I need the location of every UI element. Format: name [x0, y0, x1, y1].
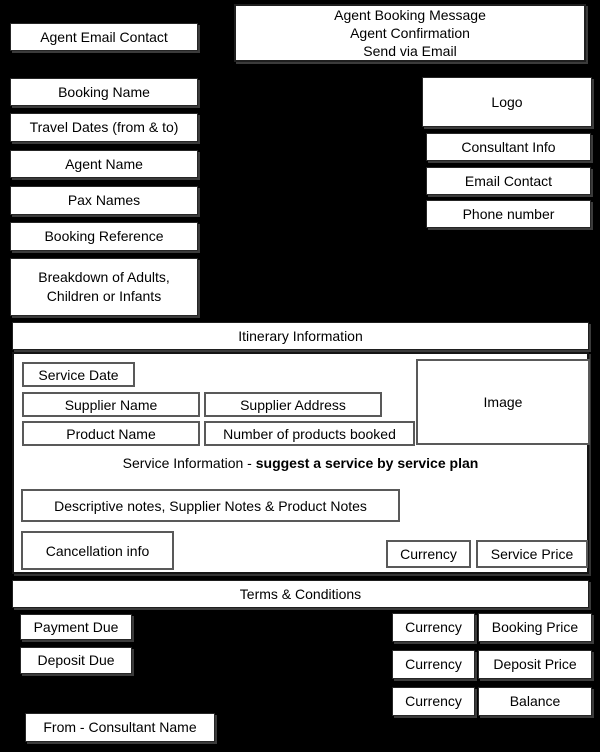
email-contact-box: Email Contact — [426, 167, 591, 195]
supplier-name-box: Supplier Name — [22, 392, 200, 417]
consultant-info-box: Consultant Info — [426, 133, 591, 161]
service-information-prefix: Service Information - — [122, 455, 256, 471]
phone-number-box: Phone number — [426, 200, 591, 228]
itinerary-information-header: Itinerary Information — [12, 322, 589, 350]
agent-confirmation-line: Agent Confirmation — [350, 25, 470, 41]
number-of-products-box: Number of products booked — [204, 421, 415, 446]
booking-currency-box: Currency — [392, 613, 475, 642]
cancellation-info-box: Cancellation info — [21, 531, 174, 570]
itinerary-panel: Service Date Supplier Name Supplier Addr… — [12, 352, 590, 574]
booking-price-box: Booking Price — [478, 613, 592, 642]
send-via-email-line: Send via Email — [363, 43, 457, 59]
image-placeholder-box: Image — [416, 359, 590, 445]
agent-name-box: Agent Name — [10, 150, 198, 178]
supplier-address-box: Supplier Address — [204, 392, 382, 417]
service-information-note: Service Information - suggest a service … — [14, 455, 587, 471]
payment-due-box: Payment Due — [20, 614, 132, 640]
product-name-box: Product Name — [22, 421, 200, 446]
service-currency-box: Currency — [386, 540, 471, 568]
pax-breakdown-box: Breakdown of Adults, Children or Infants — [10, 258, 198, 316]
service-date-box: Service Date — [22, 362, 135, 387]
logo-placeholder-box: Logo — [422, 77, 592, 127]
pax-names-box: Pax Names — [10, 186, 198, 215]
service-price-box: Service Price — [476, 540, 588, 568]
balance-box: Balance — [478, 687, 592, 716]
from-consultant-name-box: From - Consultant Name — [25, 713, 215, 742]
agent-email-contact-box: Agent Email Contact — [10, 23, 198, 51]
deposit-currency-box: Currency — [392, 650, 475, 679]
agent-booking-message-line: Agent Booking Message — [334, 7, 486, 23]
balance-currency-box: Currency — [392, 687, 475, 716]
agent-booking-message-box: Agent Booking Message Agent Confirmation… — [234, 4, 586, 62]
deposit-due-box: Deposit Due — [20, 647, 132, 674]
service-information-emphasis: suggest a service by service plan — [255, 455, 479, 471]
travel-dates-box: Travel Dates (from & to) — [10, 113, 198, 142]
booking-name-box: Booking Name — [10, 78, 198, 106]
deposit-price-box: Deposit Price — [478, 650, 592, 679]
terms-and-conditions-header: Terms & Conditions — [12, 580, 589, 608]
booking-reference-box: Booking Reference — [10, 222, 198, 251]
descriptive-notes-box: Descriptive notes, Supplier Notes & Prod… — [21, 489, 400, 522]
